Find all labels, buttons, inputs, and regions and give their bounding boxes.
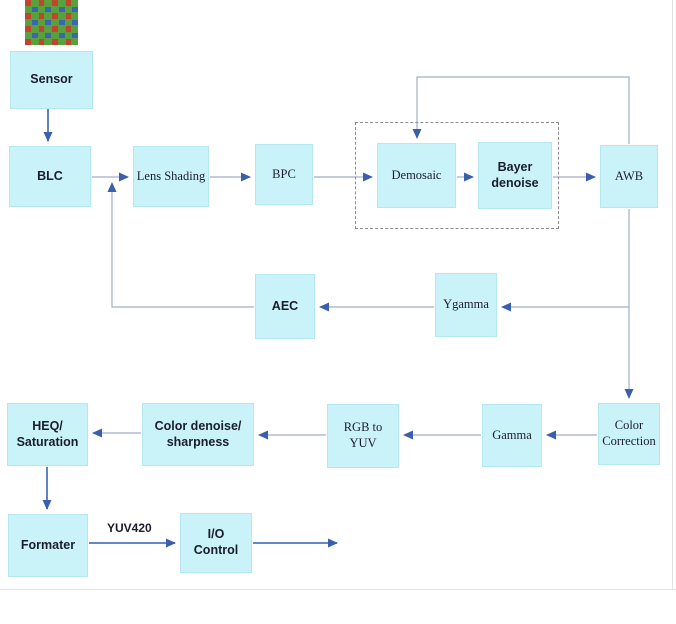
node-label: BPC (272, 166, 296, 181)
node-blc: BLC (9, 146, 91, 207)
node-aec: AEC (255, 274, 315, 339)
node-formater: Formater (8, 514, 88, 577)
node-bayer-denoise: Bayer denoise (478, 142, 552, 209)
node-label: Lens Shading (136, 168, 206, 183)
node-label: HEQ/ Saturation (16, 418, 79, 449)
node-awb: AWB (600, 145, 658, 208)
node-label: Sensor (30, 72, 73, 87)
bayer-pattern-image (25, 0, 78, 45)
node-demosaic: Demosaic (377, 143, 456, 208)
node-label: AWB (614, 168, 644, 183)
node-label: Color denoise/ sharpness (154, 418, 242, 449)
node-label: RGB to YUV (343, 420, 383, 450)
node-label: Formater (20, 537, 76, 552)
page-edge-right (672, 0, 673, 590)
node-gamma: Gamma (482, 404, 542, 467)
node-lens-shading: Lens Shading (133, 146, 209, 207)
node-color-correction: Color Correction (598, 403, 660, 465)
node-label: AEC (271, 298, 299, 313)
bayer-domain-group (355, 122, 559, 229)
node-rgb-to-yuv: RGB to YUV (327, 404, 399, 468)
node-color-denoise-sharpness: Color denoise/ sharpness (142, 403, 254, 466)
node-label: BLC (37, 168, 63, 183)
node-label: Color Correction (602, 418, 656, 448)
node-ygamma: Ygamma (435, 273, 497, 337)
node-label: Ygamma (443, 297, 489, 312)
node-label: Gamma (492, 427, 532, 442)
edge-label-yuv420: YUV420 (107, 521, 152, 535)
node-label: Demosaic (391, 167, 442, 182)
page-edge-bottom (0, 589, 676, 590)
node-sensor: Sensor (10, 51, 93, 109)
node-bpc: BPC (255, 144, 313, 205)
node-io-control: I/O Control (180, 513, 252, 573)
node-label: Bayer denoise (491, 159, 539, 190)
node-heq-saturation: HEQ/ Saturation (7, 403, 88, 466)
node-label: I/O Control (193, 527, 239, 557)
